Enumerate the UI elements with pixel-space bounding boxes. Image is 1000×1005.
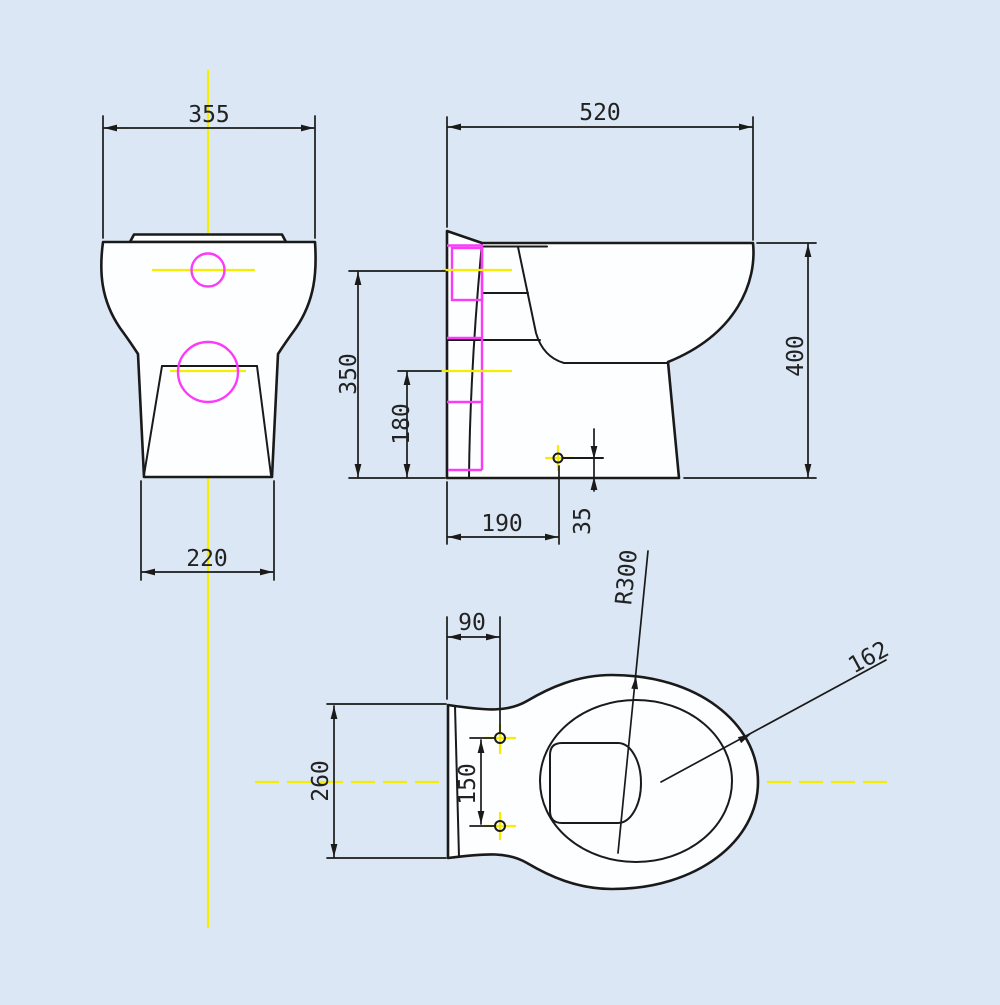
dim-text-90: 90 [458, 610, 486, 636]
water-inlet-highlight-circle [190, 252, 226, 288]
front-body-outline [100, 240, 317, 479]
dimension-front-width: 355 [102, 102, 316, 239]
dim-text-260: 260 [308, 760, 334, 802]
outlet-highlight-circle [176, 340, 240, 404]
dimension-fixing-centres: 150 [455, 737, 495, 827]
front-view: 355 220 [100, 70, 317, 928]
arrowhead [486, 633, 499, 641]
arrowhead [301, 124, 314, 132]
dimension-outlet-setout: 190 [446, 465, 560, 545]
arrowhead [739, 123, 752, 131]
dimension-rim-height: 350 [336, 270, 446, 479]
dim-text-355: 355 [188, 102, 230, 128]
dim-text-162: 162 [844, 637, 893, 680]
dim-text-180: 180 [389, 403, 415, 445]
arrowhead [448, 123, 461, 131]
dim-text-350: 350 [336, 353, 362, 395]
side-view: 520 350 180 400 [336, 100, 817, 545]
dim-text-400: 400 [783, 335, 809, 377]
arrowhead [330, 844, 338, 857]
bowl-inner-rim [539, 699, 733, 863]
arrowhead [142, 568, 155, 576]
dimension-fixing-offset: 90 [446, 610, 501, 734]
arrowhead [448, 533, 461, 541]
arrowhead [330, 706, 338, 719]
dimension-outlet-rise: 35 [570, 428, 598, 535]
leader-line [660, 659, 887, 783]
top-view: 90 260 150 R300 16 [255, 548, 893, 891]
flush-channel-highlight [447, 244, 484, 472]
dim-text-r300: R300 [611, 548, 643, 606]
fixing-hole [494, 820, 506, 832]
arrowhead [545, 533, 558, 541]
dim-text-520: 520 [579, 100, 621, 126]
dimension-base-width: 220 [140, 480, 275, 581]
arrowhead [403, 464, 411, 477]
arrowhead [403, 372, 411, 385]
water-area-outline [549, 742, 642, 824]
leader-line [617, 550, 649, 854]
side-body-outline [445, 229, 755, 480]
arrowhead [104, 124, 117, 132]
dim-text-35: 35 [570, 507, 596, 535]
dimension-depth: 520 [446, 100, 754, 241]
bowl-underside-line [517, 246, 669, 364]
dimension-overall-height: 400 [683, 242, 817, 479]
pedestal-left-line [143, 365, 163, 476]
dim-text-150: 150 [455, 763, 481, 805]
arrowhead [804, 244, 812, 257]
arrowhead [804, 464, 812, 477]
back-face-inner-line [468, 242, 483, 479]
arrowhead [260, 568, 273, 576]
dimension-outlet-height: 180 [389, 370, 442, 478]
dim-text-190: 190 [481, 511, 523, 537]
rear-face-inner-line [454, 705, 460, 858]
dimension-seat-radius: R300 [611, 548, 649, 854]
arrowhead [354, 464, 362, 477]
dimension-rear-width: 260 [308, 703, 447, 859]
dim-text-220: 220 [186, 546, 228, 572]
top-body-outline [446, 673, 760, 891]
pedestal-right-line [256, 365, 272, 476]
arrowhead [354, 272, 362, 285]
